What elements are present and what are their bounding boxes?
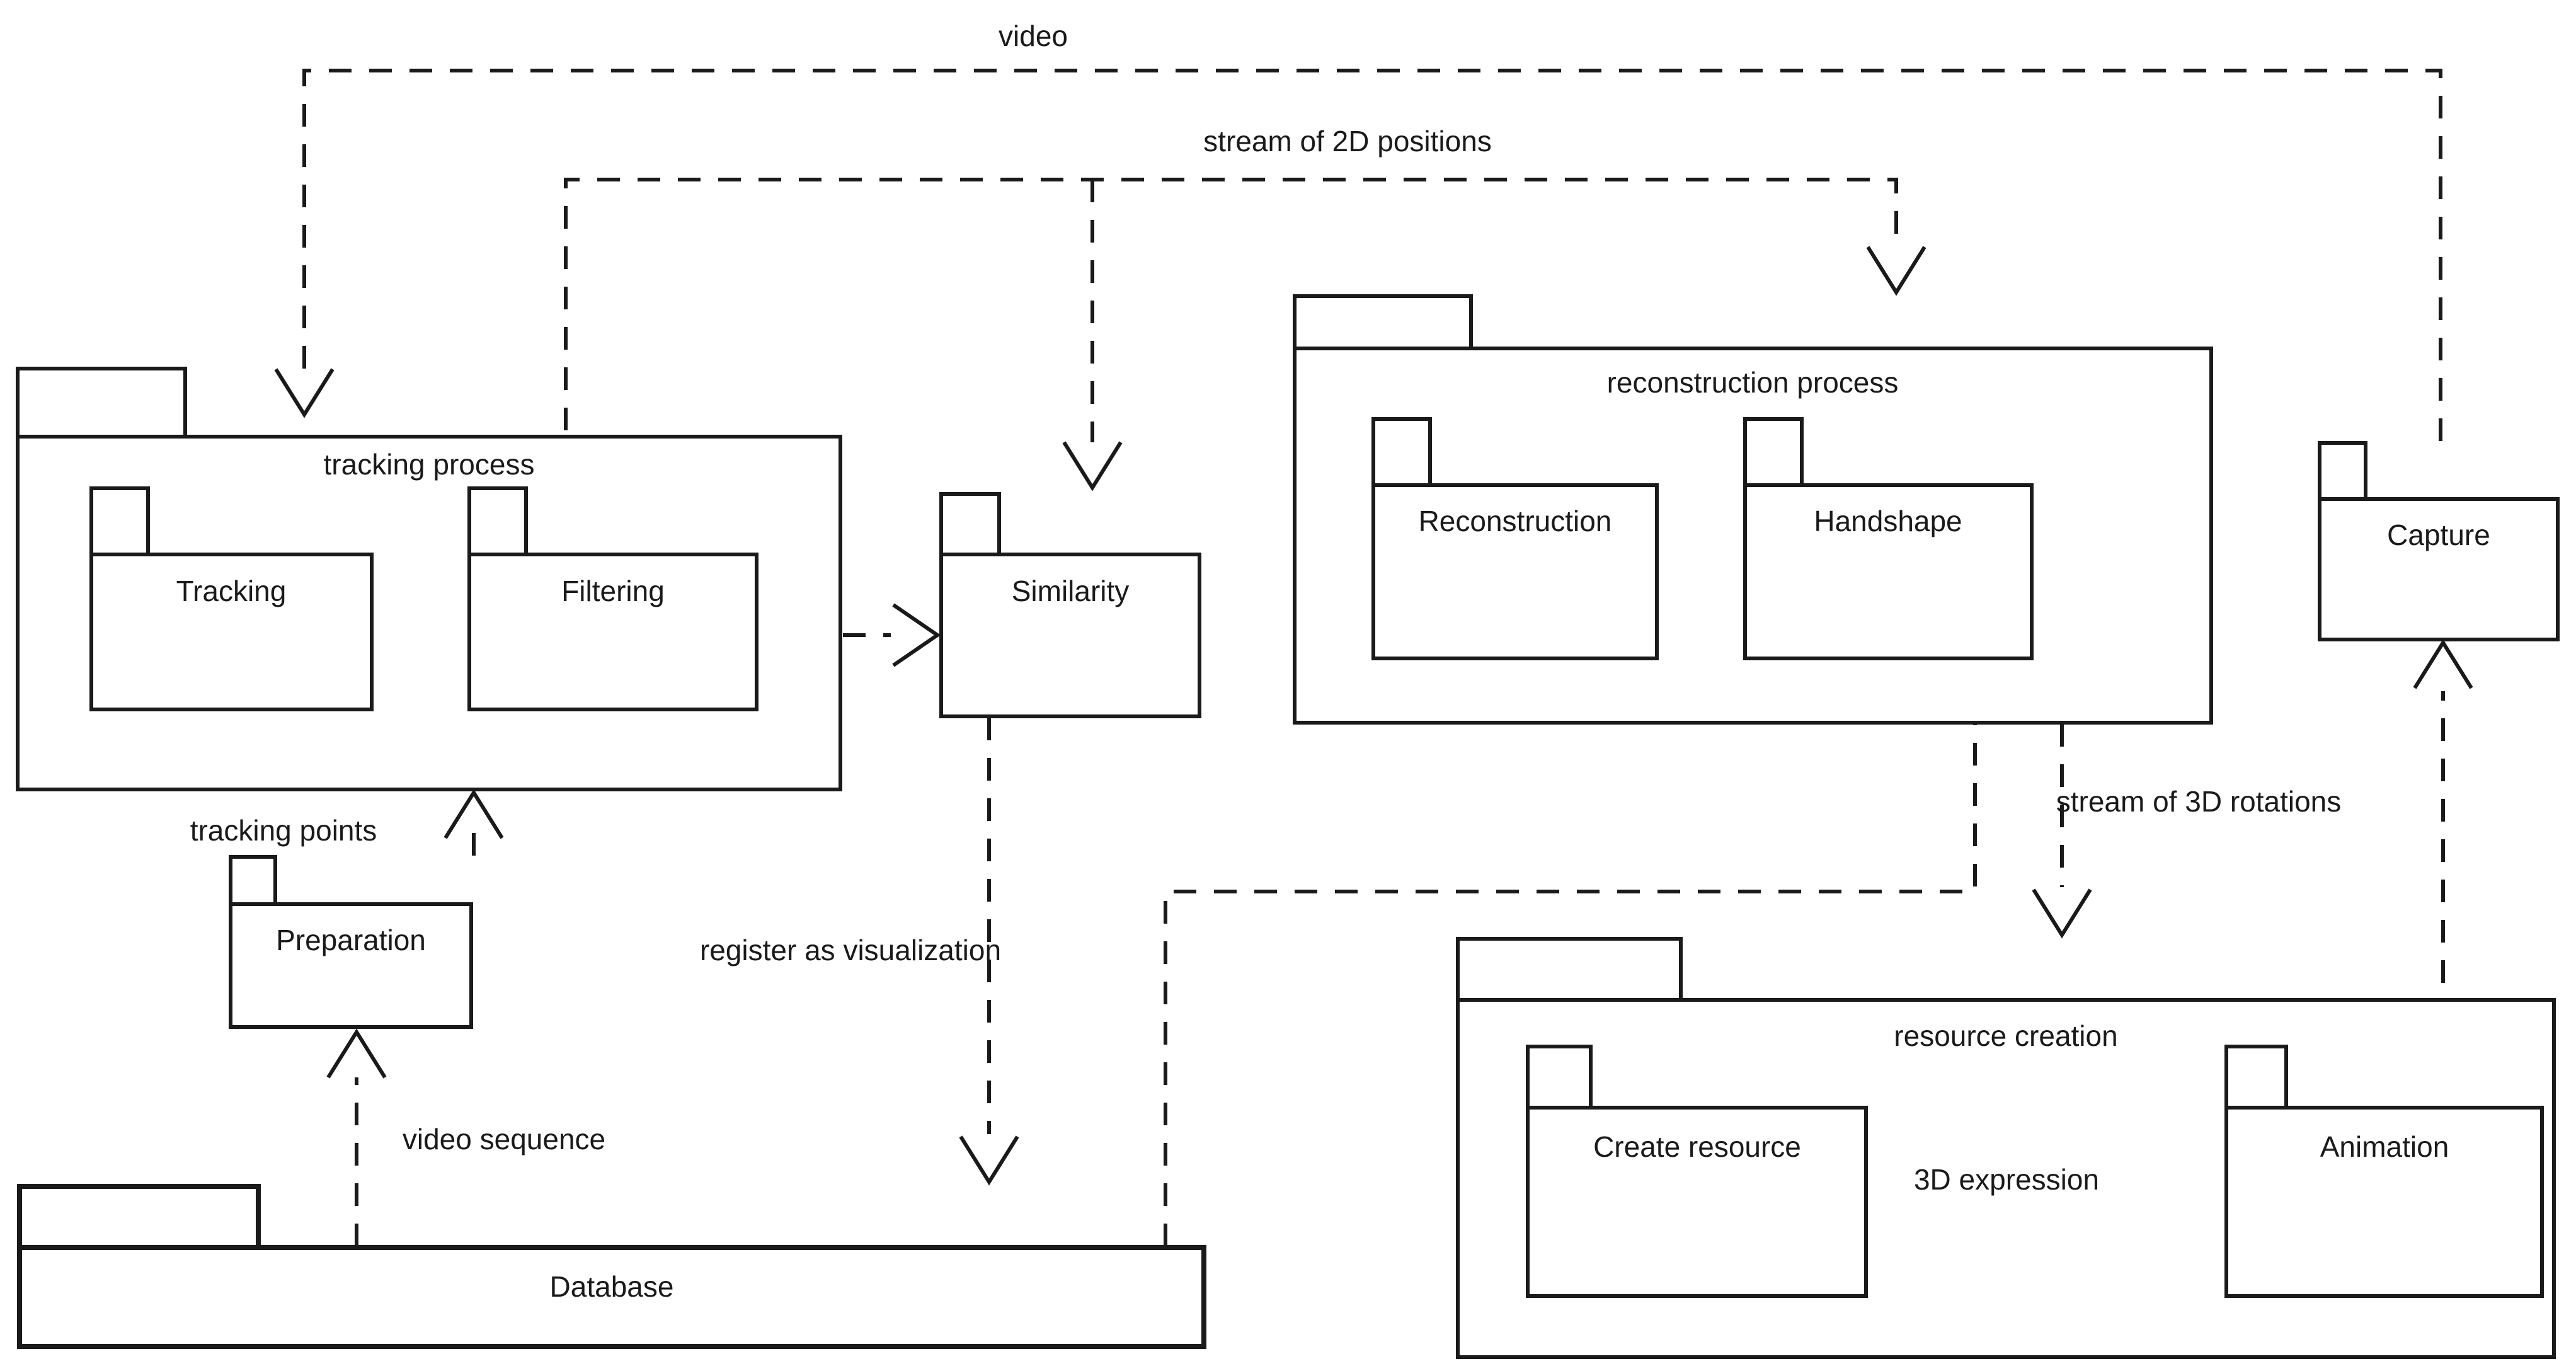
package-label: Reconstruction [1419,505,1612,537]
package-body [1526,1106,1868,1298]
package-body [2224,1106,2544,1298]
arrowhead-preparation-up-icon [326,1028,387,1079]
package-body [1371,483,1659,660]
edge-stream-2d-positions [564,178,1898,430]
package-tab [2224,1045,2288,1110]
package-label: Create resource [1593,1130,1801,1163]
package-label: tracking process [324,448,535,481]
package-tab [17,1184,261,1250]
package-label: Filtering [561,575,665,607]
arrowhead-capture-up-icon [2413,639,2473,689]
edge-labels: video stream of 2D positions tracking po… [190,20,2342,1196]
package-label: Capture [2387,519,2490,551]
package-create-resource: Create resource [1526,1045,1868,1298]
package-tab [1526,1045,1593,1110]
package-tab [229,855,277,906]
package-label: Tracking [176,575,287,607]
package-body [467,553,758,711]
package-label: Preparation [276,924,426,956]
package-label: Handshape [1814,505,1962,537]
package-label: reconstruction process [1607,366,1899,399]
package-similarity: Similarity [939,492,1201,718]
edge-label-video: video [999,20,1068,52]
package-reconstruction: Reconstruction [1371,417,1659,660]
arrowhead-stream2d-down-icon [1866,246,1926,296]
edge-label-video-sequence: video sequence [403,1123,605,1156]
package-tab [89,486,150,556]
arrowhead-tracking-up-icon [444,789,504,839]
package-tab [1456,937,1683,1002]
package-body [17,1245,1206,1349]
package-body [939,553,1201,718]
package-tab [2318,441,2367,501]
edge-database-to-handshape [1164,712,1977,1246]
edge-label-stream-3d-rotations: stream of 3D rotations [2056,785,2342,818]
package-body [229,902,473,1029]
package-capture: Capture [2318,441,2560,641]
package-tab [939,492,1001,556]
arrowhead-database-down-icon [959,1135,1019,1186]
package-tab [1371,417,1432,487]
arrowhead-similarity-down-icon [1062,441,1123,491]
edge-label-stream-2d-positions: stream of 2D positions [1203,125,1492,158]
package-animation: Animation [2224,1045,2544,1298]
package-tab [1293,294,1473,350]
edge-label-3d-expression: 3D expression [1914,1163,2099,1196]
arrowhead-video-down-icon [274,368,335,418]
package-label: Similarity [1012,575,1130,607]
package-tab [467,486,528,556]
package-label: Database [550,1270,674,1303]
arrowhead-resource-down-icon [2032,888,2092,939]
edge-label-tracking-points: tracking points [190,814,377,847]
edge-label-register-as-visualization: register as visualization [700,934,1001,967]
package-tracking: Tracking [89,486,374,711]
package-database: Database [17,1184,1206,1349]
package-tab [1743,417,1804,487]
package-label: resource creation [1894,1019,2117,1052]
package-filtering: Filtering [467,486,758,711]
package-body [1743,483,2034,660]
package-tab [16,367,187,439]
package-preparation: Preparation [229,855,473,1029]
package-body [2318,497,2560,641]
package-label: Animation [2320,1130,2449,1163]
arrowhead-similarity-right-icon [892,603,941,667]
package-body [89,553,374,711]
package-handshape: Handshape [1743,417,2034,660]
